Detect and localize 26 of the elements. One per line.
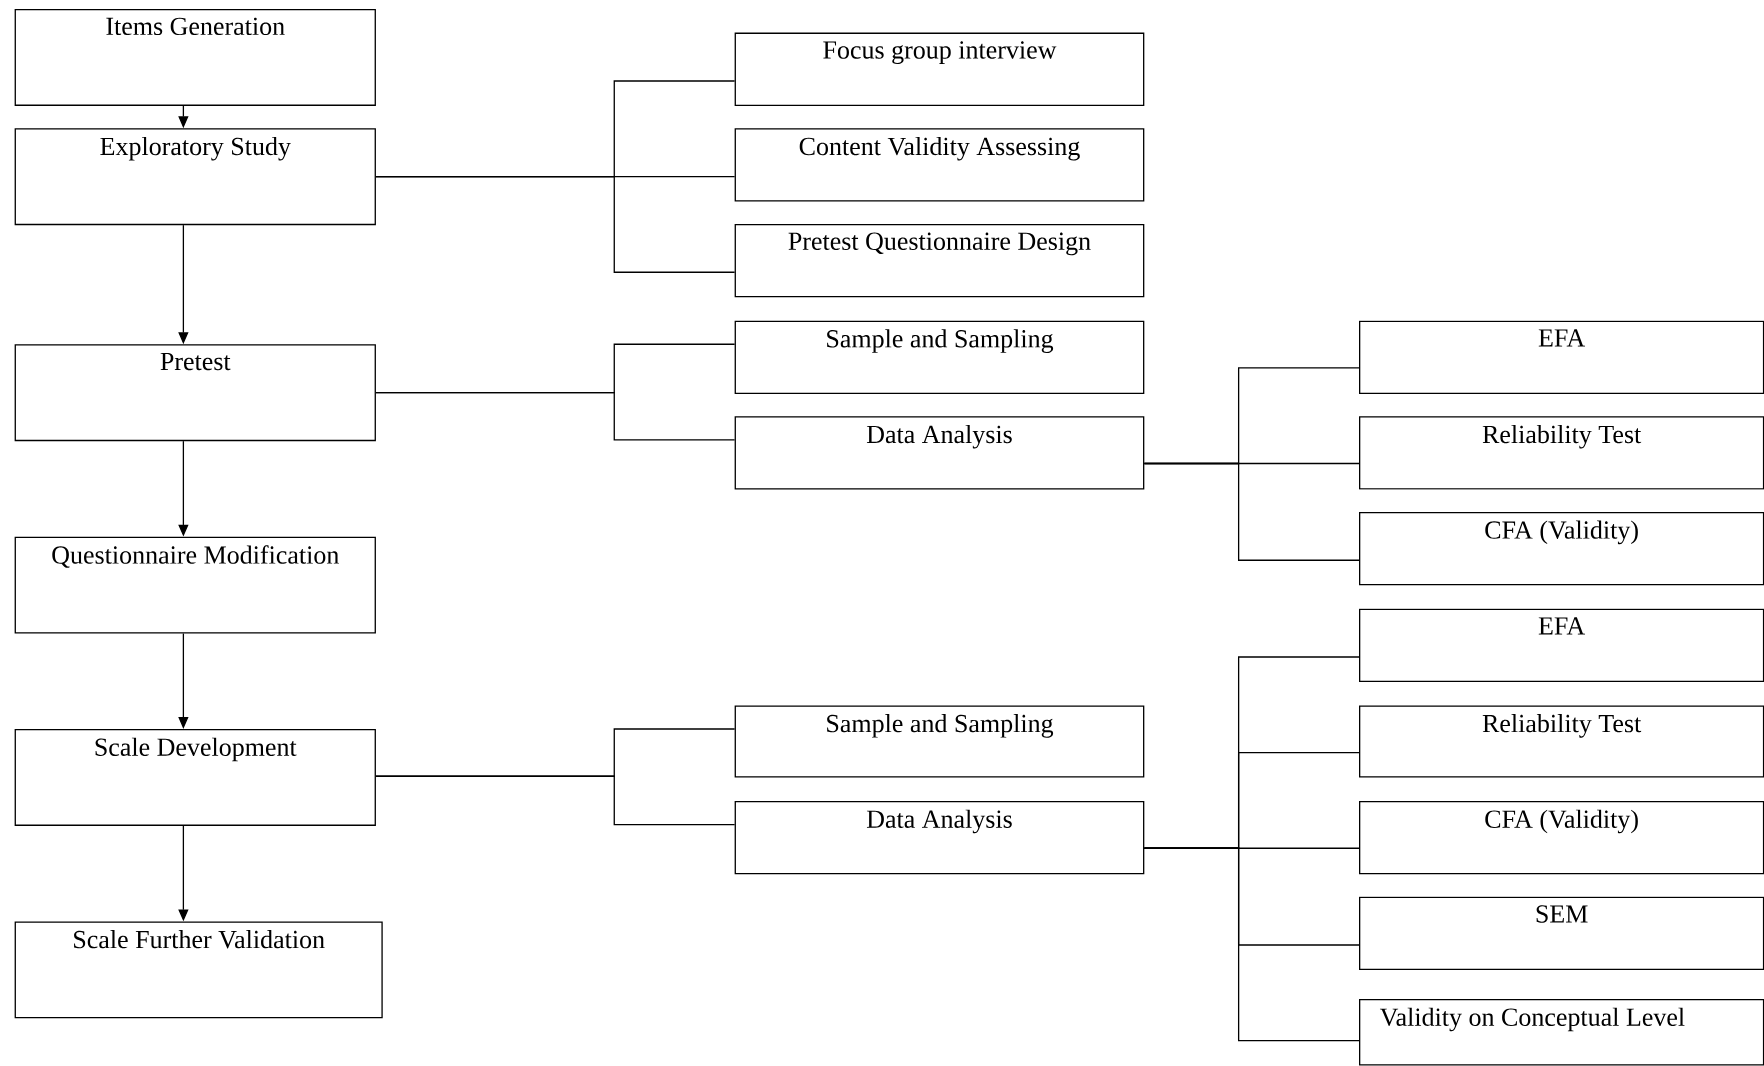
process-box: Questionnaire Modification: [14, 536, 376, 634]
process-box: Sample and Sampling: [734, 320, 1145, 394]
process-box: Exploratory Study: [14, 128, 376, 226]
process-box: EFA: [1359, 320, 1764, 394]
connector-line: [375, 175, 736, 273]
connector-line: [375, 775, 736, 826]
process-box: Data Analysis: [734, 801, 1145, 875]
process-box: SEM: [1359, 896, 1764, 970]
process-box: Pretest: [14, 344, 376, 442]
process-box: CFA (Validity): [1359, 801, 1764, 875]
process-box: Validity on Conceptual Level: [1359, 999, 1764, 1066]
process-box: Focus group interview: [734, 32, 1145, 106]
process-box: Content Validity Assessing: [734, 128, 1145, 202]
process-box: Sample and Sampling: [734, 705, 1145, 778]
process-box: Data Analysis: [734, 416, 1145, 490]
process-box: Pretest Questionnaire Design: [734, 223, 1145, 298]
process-box: Items Generation: [14, 9, 376, 106]
process-box: EFA: [1359, 608, 1764, 682]
process-box: Scale Development: [14, 729, 376, 826]
process-box: CFA (Validity): [1359, 511, 1764, 586]
connector-line: [1143, 847, 1360, 1042]
process-box: Reliability Test: [1359, 705, 1764, 778]
connector-line: [1143, 462, 1360, 561]
process-box: Reliability Test: [1359, 416, 1764, 490]
process-box: Scale Further Validation: [14, 921, 383, 1019]
connector-line: [375, 392, 736, 441]
